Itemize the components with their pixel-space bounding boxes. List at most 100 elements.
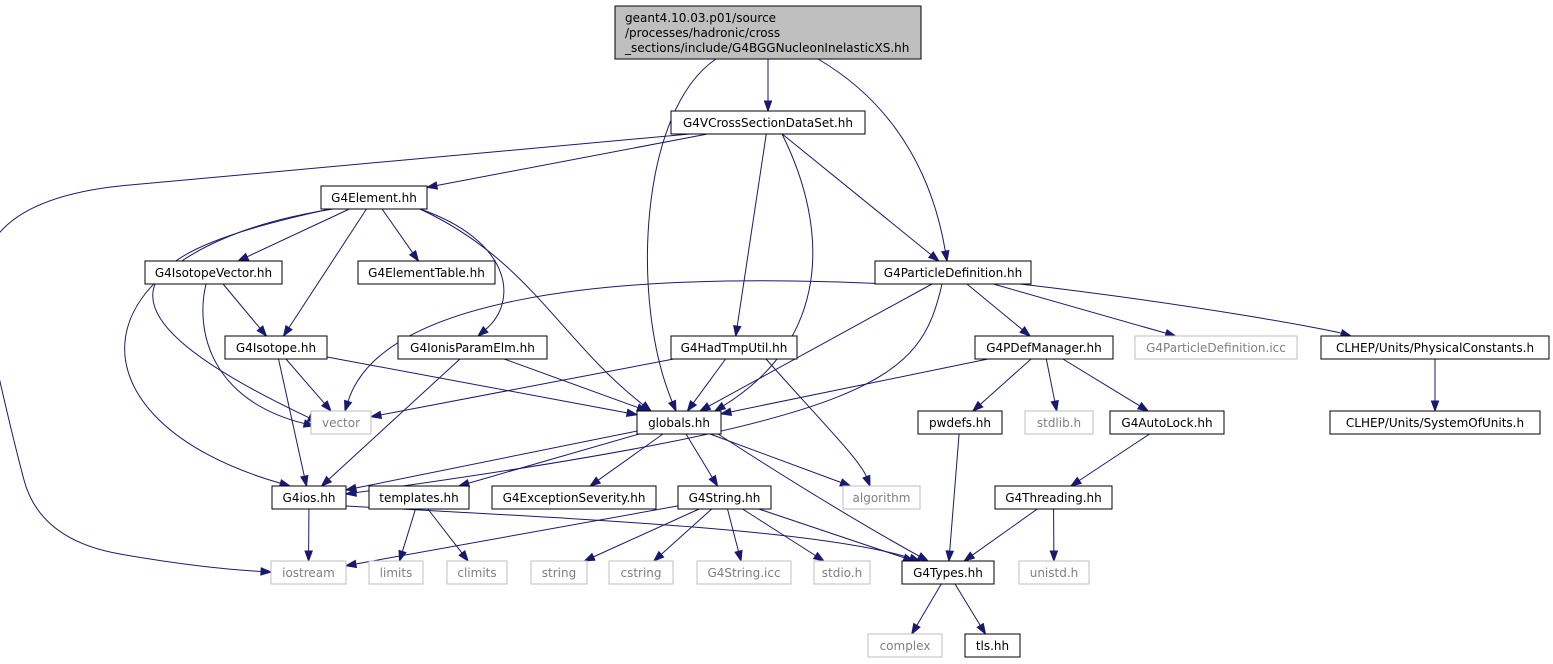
edge-globals-to-algorithm-line — [709, 433, 842, 483]
edge-G4ParticleDefinition-to-globals — [698, 283, 933, 412]
edge-G4Isotope-to-G4ios-line — [278, 358, 305, 477]
edge-G4Isotope-to-vector-line — [285, 358, 325, 404]
node-G4VCrossSectionDataSet[interactable]: G4VCrossSectionDataSet.hh — [670, 110, 866, 135]
node-G4ElementTable[interactable]: G4ElementTable.hh — [357, 260, 496, 285]
node-G4Types-label: G4Types.hh — [913, 566, 983, 580]
node-G4AutoLock[interactable]: G4AutoLock.hh — [1109, 410, 1225, 435]
node-G4Types[interactable]: G4Types.hh — [901, 560, 995, 585]
edge-G4Element-to-G4Isotope-arrowhead — [282, 324, 293, 338]
node-G4String[interactable]: G4String.hh — [677, 485, 772, 510]
edge-root-to-G4ParticleDefinition-arrowhead — [940, 249, 950, 263]
node-G4PDefManager-label: G4PDefManager.hh — [986, 341, 1102, 355]
edge-G4String-to-string — [583, 508, 700, 562]
edge-G4IsotopeVector-to-G4Isotope-arrowhead — [256, 325, 268, 338]
edge-G4Element-to-G4ElementTable-arrowhead — [408, 249, 420, 263]
node-PhysicalConstants[interactable]: CLHEP/Units/PhysicalConstants.h — [1320, 335, 1550, 360]
edge-globals-to-templates — [457, 433, 640, 488]
edge-G4Element-to-G4Isotope-line — [288, 208, 367, 328]
node-SystemOfUnits[interactable]: CLHEP/Units/SystemOfUnits.h — [1329, 410, 1541, 435]
edge-G4VCrossSectionDataSet-to-G4ParticleDefinition-line — [781, 133, 932, 256]
edge-globals-to-G4Types-line — [717, 433, 920, 557]
node-PhysicalConstants-label: CLHEP/Units/PhysicalConstants.h — [1336, 341, 1534, 355]
edge-G4Element-to-G4IonisParamElm-arrowhead — [476, 325, 489, 337]
edge-G4PDefManager-to-G4AutoLock-arrowhead — [1136, 401, 1150, 412]
edge-G4String-to-stdio-arrowhead — [812, 551, 826, 562]
node-pwdefs[interactable]: pwdefs.hh — [917, 410, 1003, 435]
node-globals[interactable]: globals.hh — [636, 410, 722, 435]
edge-globals-to-G4ios — [344, 430, 638, 493]
node-G4ParticleDefinitionIcc-label: G4ParticleDefinition.icc — [1146, 341, 1286, 355]
edge-G4VCrossSectionDataSet-to-iostream — [0, 133, 691, 576]
edge-root-to-G4ParticleDefinition — [817, 58, 950, 263]
edge-G4IsotopeVector-to-vector-line — [202, 283, 305, 425]
node-G4ParticleDefinition[interactable]: G4ParticleDefinition.hh — [874, 260, 1032, 285]
edge-G4Types-to-complex — [911, 583, 942, 636]
node-G4IsotopeVector-box — [144, 260, 283, 285]
node-G4IsotopeVector[interactable]: G4IsotopeVector.hh — [144, 260, 283, 285]
edge-root-to-globals-line — [646, 58, 717, 402]
node-complex: complex — [867, 633, 943, 658]
node-G4PDefManager[interactable]: G4PDefManager.hh — [974, 335, 1114, 360]
edge-G4Types-to-tls-line — [954, 583, 981, 626]
node-vector: vector — [310, 410, 372, 435]
edge-G4ParticleDefinition-to-G4PDefManager — [966, 283, 1032, 337]
edge-G4Element-to-G4IonisParamElm-line — [419, 208, 505, 330]
node-stdlib-label: stdlib.h — [1037, 416, 1081, 430]
edge-G4Element-to-G4IsotopeVector-arrowhead — [236, 252, 250, 262]
edge-globals-to-G4Types — [717, 433, 930, 562]
edge-root-to-G4VCrossSectionDataSet — [763, 59, 773, 113]
edge-G4String-to-stdio — [742, 508, 826, 562]
edge-G4Isotope-to-globals-line — [326, 356, 628, 414]
node-G4IonisParamElm[interactable]: G4IonisParamElm.hh — [397, 335, 548, 360]
node-string-label: string — [542, 566, 576, 580]
node-G4ExceptionSeverity[interactable]: G4ExceptionSeverity.hh — [491, 485, 657, 510]
node-G4Isotope[interactable]: G4Isotope.hh — [224, 335, 328, 360]
edge-G4IonisParamElm-to-globals-line — [503, 358, 639, 409]
edge-G4ParticleDefinition-to-G4PDefManager-line — [966, 283, 1023, 331]
edge-globals-to-G4Types-arrowhead — [916, 552, 930, 562]
node-root-label-1: geant4.10.03.p01/source — [625, 11, 776, 25]
edge-G4IonisParamElm-to-G4ios-arrowhead — [320, 475, 333, 487]
edge-G4VCrossSectionDataSet-to-iostream-arrowhead — [260, 567, 273, 576]
node-G4ParticleDefinitionIcc: G4ParticleDefinition.icc — [1134, 335, 1298, 360]
node-tls[interactable]: tls.hh — [964, 633, 1021, 658]
edge-G4String-to-G4Types — [758, 508, 916, 562]
node-G4ios-box — [271, 485, 347, 510]
edge-G4String-to-G4StringIcc-arrowhead — [734, 549, 743, 563]
edge-G4IonisParamElm-to-G4ios — [320, 358, 461, 487]
node-pwdefs-box — [917, 410, 1003, 435]
node-G4HadTmpUtil[interactable]: G4HadTmpUtil.hh — [670, 335, 798, 360]
node-G4ios[interactable]: G4ios.hh — [271, 485, 347, 510]
edge-G4ParticleDefinition-to-globals-arrowhead — [698, 402, 712, 412]
edge-root-to-globals-arrowhead — [667, 399, 677, 413]
edge-globals-to-G4ExceptionSeverity-line — [597, 433, 664, 481]
node-G4Element[interactable]: G4Element.hh — [320, 185, 428, 210]
edge-G4AutoLock-to-G4Threading-arrowhead — [1069, 476, 1083, 487]
edge-G4VCrossSectionDataSet-to-G4Element-line — [436, 133, 708, 187]
node-tls-box — [964, 633, 1021, 658]
edge-templates-to-climits — [427, 508, 470, 563]
edge-G4VCrossSectionDataSet-to-globals-arrowhead — [713, 401, 727, 412]
edge-G4ParticleDefinition-to-G4ParticleDefinitionIcc-line — [993, 283, 1167, 334]
node-climits-box — [446, 560, 508, 585]
node-G4AutoLock-box — [1109, 410, 1225, 435]
edge-globals-to-G4ios-arrowhead — [344, 483, 358, 493]
node-G4Isotope-label: G4Isotope.hh — [236, 341, 316, 355]
edge-globals-to-algorithm-arrowhead — [839, 478, 852, 487]
edge-G4ios-to-iostream-arrowhead — [304, 550, 313, 563]
node-templates[interactable]: templates.hh — [368, 485, 470, 510]
edge-G4IsotopeVector-to-G4Isotope-line — [222, 283, 261, 329]
edge-globals-to-G4String-arrowhead — [708, 474, 719, 488]
node-root[interactable]: geant4.10.03.p01/source/processes/hadron… — [614, 5, 922, 60]
node-G4AutoLock-label: G4AutoLock.hh — [1121, 416, 1212, 430]
edge-G4ParticleDefinition-to-PhysicalConstants — [1019, 283, 1353, 338]
node-G4Threading[interactable]: G4Threading.hh — [994, 485, 1113, 510]
node-G4IonisParamElm-box — [397, 335, 548, 360]
edge-G4ParticleDefinition-to-vector-arrowhead — [344, 399, 353, 413]
edge-G4VCrossSectionDataSet-to-iostream-line — [0, 133, 691, 572]
node-algorithm: algorithm — [842, 485, 921, 510]
edge-G4HadTmpUtil-to-globals — [686, 358, 726, 413]
node-G4String-label: G4String.hh — [689, 491, 761, 505]
edge-G4HadTmpUtil-to-vector — [369, 358, 674, 420]
edge-G4String-to-cstring-arrowhead — [652, 550, 665, 562]
